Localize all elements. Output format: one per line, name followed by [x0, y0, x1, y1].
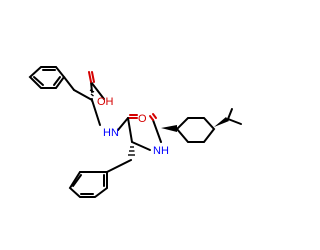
bond-benzyl-upper [63, 76, 75, 91]
bond-carboxyl-o-double [91, 71, 95, 83]
stereo-hash-bond-lower [128, 146, 135, 156]
bond-ch2-alpha-upper [73, 89, 93, 101]
bond-alpha-nh-upper [91, 99, 101, 126]
atom-label-amide-nh-1: HN [103, 127, 119, 139]
bond-ch2-lower [106, 159, 132, 173]
atom-label-amide-nh-2: NH [153, 145, 169, 157]
bond-carboxyl-o [88, 71, 92, 83]
bond-nh-carbonyl-2 [152, 119, 162, 143]
bond-alpha2-nh [131, 141, 151, 151]
bond-carbonyl-o-2-double [152, 113, 157, 119]
stereo-wedge-bond-cyclohexyl [161, 125, 177, 132]
phenyl-ring-upper [28, 66, 66, 89]
bond-carbonyl-o-2 [149, 115, 154, 121]
atom-label-hydroxyl: OH [97, 96, 114, 108]
bond-carboxyl-oh [90, 81, 105, 100]
cyclohexane-ring [175, 117, 216, 143]
phenyl-ring-lower [68, 171, 108, 198]
stereo-wedge-bond-isopropyl [214, 117, 229, 127]
isopropyl-group [227, 108, 242, 125]
bond-nh-carbonyl-1 [117, 117, 129, 131]
atom-label-amide-oxygen-1: O [138, 113, 147, 125]
bond-carbonyl-alpha-2 [127, 117, 133, 143]
molecule-structure-diagram: OH HN O NH [28, 66, 242, 198]
